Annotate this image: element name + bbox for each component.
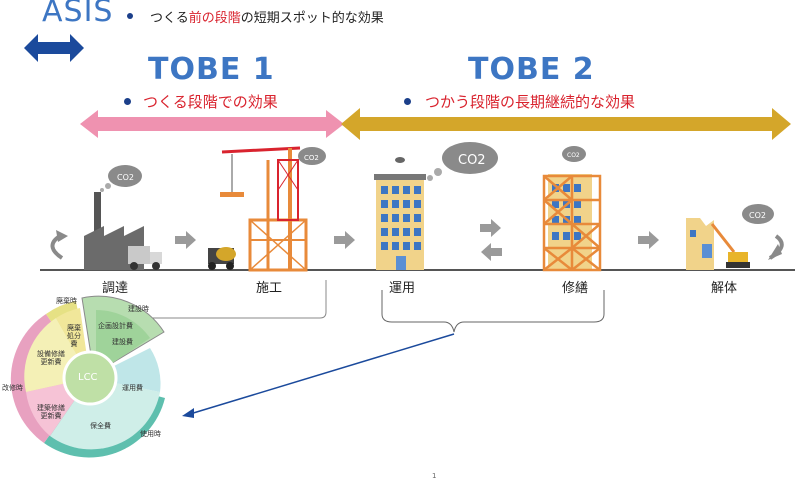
phase-label-use: 使用時 — [140, 430, 161, 438]
tobe1-description: つくる段階での効果 — [143, 93, 278, 111]
pointer-arrow — [189, 333, 455, 415]
asis-double-arrow-icon — [24, 34, 84, 62]
repair-building-icon — [542, 174, 602, 272]
segment-label-equipment-repair: 設備修繕更新費 — [37, 350, 65, 366]
pointer-arrowhead-icon — [182, 408, 194, 418]
construction-crane-icon — [208, 146, 308, 272]
segment-label-construction: 建設費 — [112, 338, 133, 346]
asis-desc-suffix: の短期スポット的な効果 — [240, 11, 384, 26]
svg-text:CO2: CO2 — [458, 153, 486, 168]
svg-text:CO2: CO2 — [117, 173, 134, 182]
page-number: 1 — [432, 472, 437, 480]
segment-label-maintenance: 保全費 — [90, 422, 111, 430]
stage-label-construction: 施工 — [256, 281, 283, 296]
cycle-arrow-left-icon — [50, 230, 68, 260]
phase-label-construction: 建設時 — [128, 305, 149, 313]
segment-label-operation: 運用費 — [122, 384, 143, 392]
bullet-icon — [127, 13, 133, 19]
asis-desc-prefix: つくる — [150, 11, 189, 26]
phase-label-renovation: 改修時 — [2, 384, 23, 392]
co2-cloud-icon: CO2 — [742, 204, 774, 224]
tobe2-double-arrow — [341, 108, 791, 140]
asis-desc-highlight: 前の段階 — [188, 11, 241, 26]
lcc-donut-chart — [10, 295, 165, 458]
stage-label-repair: 修繕 — [562, 281, 589, 296]
segment-use-inner — [50, 378, 160, 450]
flow-arrow-left-icon — [481, 243, 502, 261]
office-building-icon — [374, 157, 426, 270]
co2-cloud-icon: CO2 — [562, 146, 586, 162]
asis-description: つくる前の段階の短期スポット的な効果 — [150, 7, 384, 26]
cycle-arrow-right-icon — [768, 234, 784, 260]
flow-arrow-icon — [334, 231, 355, 249]
segment-label-building-repair: 建築修繕更新費 — [37, 404, 65, 420]
bullet-icon — [404, 98, 411, 105]
co2-cloud-icon: CO2 — [427, 142, 498, 181]
demolition-icon — [686, 218, 750, 270]
factory-icon — [84, 192, 162, 270]
lcc-center-label: LCC — [78, 372, 98, 383]
co2-cloud-icon: CO2 — [298, 147, 326, 165]
svg-text:CO2: CO2 — [567, 152, 580, 159]
operation-bracket — [381, 290, 605, 333]
stage-label-procurement: 調達 — [102, 281, 129, 296]
flow-arrow-icon — [638, 231, 659, 249]
segment-construction — [96, 310, 150, 374]
tobe2-description: つかう段階の長期継続的な効果 — [425, 93, 636, 111]
lcc-center-circle — [62, 350, 118, 406]
segment-label-disposal: 廃棄処分費 — [67, 324, 81, 348]
segment-label-planning: 企画設計費 — [98, 322, 133, 330]
lifecycle-illustration: CO2 CO2 — [40, 142, 795, 272]
svg-text:CO2: CO2 — [304, 154, 319, 162]
tobe2-title: TOBE 2 — [468, 52, 595, 87]
stage-label-operation: 運用 — [389, 281, 416, 296]
phase-label-disposal: 廃棄時 — [56, 297, 77, 305]
flow-arrow-icon — [175, 231, 196, 249]
bullet-icon — [124, 98, 131, 105]
svg-text:CO2: CO2 — [749, 211, 766, 220]
tobe1-double-arrow — [80, 110, 344, 138]
flow-arrow-right-icon — [480, 219, 501, 237]
asis-title: ASIS — [42, 0, 114, 29]
phase-arrows — [80, 108, 791, 140]
tobe1-title: TOBE 1 — [148, 52, 275, 87]
co2-cloud-icon: CO2 — [100, 165, 142, 192]
stage-label-demolition: 解体 — [711, 281, 738, 296]
